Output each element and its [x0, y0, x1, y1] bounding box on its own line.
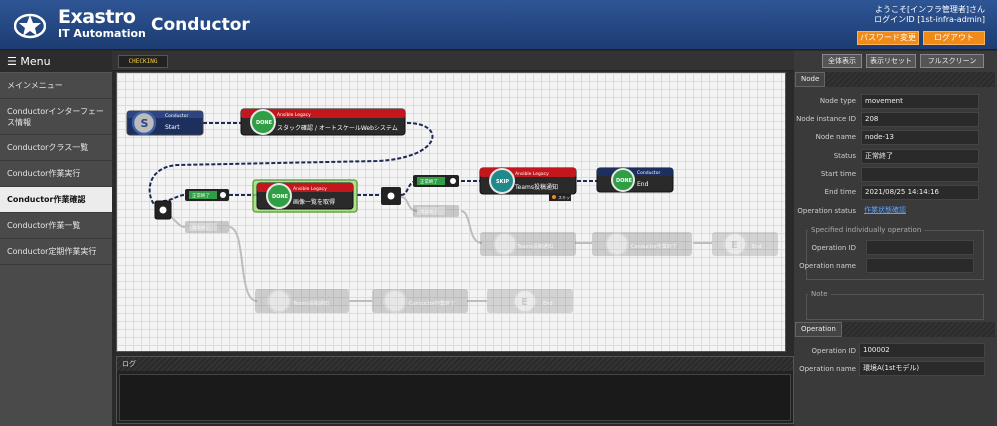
tab-node[interactable]: Node	[795, 72, 826, 87]
status-badge: CHECKING	[118, 55, 168, 68]
operation-name-value: 環境A(1stモデル)	[859, 361, 985, 376]
node-instance-value: 208	[861, 112, 979, 127]
operation-name-label: Operation name	[799, 365, 856, 373]
end-node-header: Conductor	[637, 170, 660, 176]
movement-node-3-label: Teams投稿通知	[514, 183, 558, 191]
end-node-status: DONE	[616, 178, 633, 184]
operation-id-value: 100002	[859, 343, 985, 358]
condition-node-ghost-2[interactable]: 異常終了	[413, 205, 459, 217]
condition-node-ghost-1[interactable]: 異常終了	[185, 221, 229, 233]
user-info: ようこそ[インフラ管理者]さん ログインID [1st-infra-admin]	[874, 5, 985, 25]
end-node-label: End	[637, 181, 649, 188]
movement-node-1-label: スタック確認 / オートスケールWebシステム	[277, 124, 398, 132]
log-output[interactable]	[119, 374, 791, 421]
welcome-text: ようこそ[インフラ管理者]さん	[874, 5, 985, 14]
specified-operation-title: Specified individually operation	[808, 226, 925, 234]
canvas-toolbar: CHECKING	[112, 51, 794, 71]
operation-id-label: Operation ID	[811, 347, 856, 355]
logout-button[interactable]: ログアウト	[923, 31, 985, 45]
sidebar-item-conductor-schedule[interactable]: Conductor定期作業実行	[0, 239, 112, 265]
merge-node[interactable]	[154, 200, 172, 220]
specified-operation-id-label: Operation ID	[811, 244, 856, 252]
condition-node-2-label: 正常終了	[420, 178, 438, 185]
start-node-letter: S	[141, 117, 149, 130]
node-panel-header: Node	[795, 72, 995, 87]
node-status-label: Status	[833, 152, 856, 160]
node-name-value: node-13	[861, 130, 979, 145]
movement-node-1-status: DONE	[256, 120, 273, 126]
ghost-node-2-label: Conductor作業終了	[631, 243, 677, 250]
inactive-connectors	[162, 196, 712, 302]
exastro-logo-icon	[14, 13, 46, 39]
ghost-node-1-label: Teams投稿通知	[516, 243, 553, 250]
movement-node-2[interactable]: Ansible Legacy 画像一覧を取得 DONE	[252, 179, 358, 213]
login-id-text: ログインID [1st-infra-admin]	[874, 15, 985, 24]
movement-node-2-label: 画像一覧を取得	[293, 198, 335, 206]
specified-operation-name-value	[866, 258, 974, 273]
node-end-time-value: 2021/08/25 14:14:16	[861, 185, 979, 200]
ghost-end-1-letter: E	[731, 240, 738, 251]
start-node-label: Start	[165, 124, 180, 131]
logo-subtitle: IT Automation	[58, 27, 146, 40]
node-name-label: Node name	[815, 133, 856, 141]
node-start-time-label: Start time	[820, 170, 856, 178]
log-panel: ログ	[116, 356, 794, 424]
ghost-path-1[interactable]: Teams投稿通知 Conductor作業終了 E End	[480, 232, 778, 256]
movement-node-3-header: Ansible Legacy	[515, 171, 549, 177]
movement-node-2-status: DONE	[272, 194, 289, 200]
menu-title: ☰ Menu	[0, 51, 112, 73]
sidebar-item-main-menu[interactable]: メインメニュー	[0, 73, 112, 99]
ghost-end-1-label: End	[752, 244, 762, 250]
movement-node-1[interactable]: Ansible Legacy スタック確認 / オートスケールWebシステム D…	[240, 108, 406, 136]
ghost-path-2[interactable]: Teams投稿通知 Conductor作業終了 E End	[255, 289, 573, 313]
ghost-node-4-label: Conductor作業終了	[409, 300, 455, 307]
fullscreen-button[interactable]: フルスクリーン	[920, 54, 984, 68]
sidebar-item-conductor-check[interactable]: Conductor作業確認	[0, 187, 112, 213]
page-title: Conductor	[151, 15, 250, 35]
branch-node[interactable]	[381, 187, 401, 205]
start-node-header: Conductor	[165, 113, 188, 119]
sidebar-item-conductor-class-list[interactable]: Conductorクラス一覧	[0, 135, 112, 161]
ghost-node-3-label: Teams投稿通知	[292, 300, 329, 307]
operation-status-link[interactable]: 作業状態確認	[864, 206, 906, 214]
movement-node-2-header: Ansible Legacy	[293, 186, 327, 192]
app-header: Exastro IT Automation Conductor ようこそ[インフ…	[0, 0, 997, 50]
conductor-canvas[interactable]: Conductor Start S Ansible Legacy スタック確認 …	[116, 72, 786, 352]
password-change-button[interactable]: パスワード変更	[857, 31, 919, 45]
condition-node-ghost-2-label: 異常終了	[420, 208, 438, 215]
specified-operation-id-value	[866, 240, 974, 255]
condition-node-1-label: 正常終了	[192, 192, 210, 199]
note-box	[806, 294, 984, 320]
show-all-button[interactable]: 全体表示	[822, 54, 862, 68]
node-type-label: Node type	[819, 97, 856, 105]
movement-node-3-status: SKIP	[496, 179, 509, 185]
node-instance-label: Node instance ID	[796, 115, 856, 123]
movement-node-3[interactable]: Ansible Legacy Teams投稿通知 SKIP スキップ	[479, 167, 577, 201]
ghost-end-2-label: End	[543, 301, 553, 307]
condition-node-ghost-1-label: 異常終了	[192, 224, 210, 231]
node-status-value: 正常終了	[861, 149, 979, 164]
end-node[interactable]: Conductor End DONE	[596, 167, 674, 193]
operation-panel-header: Operation	[795, 322, 995, 337]
movement-node-1-header: Ansible Legacy	[277, 112, 311, 118]
tab-operation[interactable]: Operation	[795, 322, 842, 337]
node-start-time-value	[861, 167, 979, 182]
operation-status-label: Operation status	[797, 207, 856, 215]
node-type-value: movement	[861, 94, 979, 109]
specified-operation-name-label: Operation name	[799, 262, 856, 270]
ghost-end-2-letter: E	[521, 297, 528, 308]
reset-view-button[interactable]: 表示リセット	[866, 54, 916, 68]
node-end-time-label: End time	[824, 188, 856, 196]
sidebar: ☰ Menu メインメニュー Conductorインターフェース情報 Condu…	[0, 51, 112, 426]
log-title: ログ	[122, 360, 136, 368]
note-title: Note	[808, 290, 831, 298]
start-node[interactable]: Conductor Start S	[126, 110, 204, 136]
sidebar-item-conductor-interface[interactable]: Conductorインターフェース情報	[0, 99, 112, 135]
logo-name: Exastro	[58, 6, 136, 28]
condition-node-2[interactable]: 正常終了	[413, 175, 459, 187]
skip-badge: スキップ	[558, 194, 574, 200]
condition-node-1[interactable]: 正常終了	[185, 189, 229, 201]
sidebar-item-conductor-list[interactable]: Conductor作業一覧	[0, 213, 112, 239]
sidebar-item-conductor-execute[interactable]: Conductor作業実行	[0, 161, 112, 187]
